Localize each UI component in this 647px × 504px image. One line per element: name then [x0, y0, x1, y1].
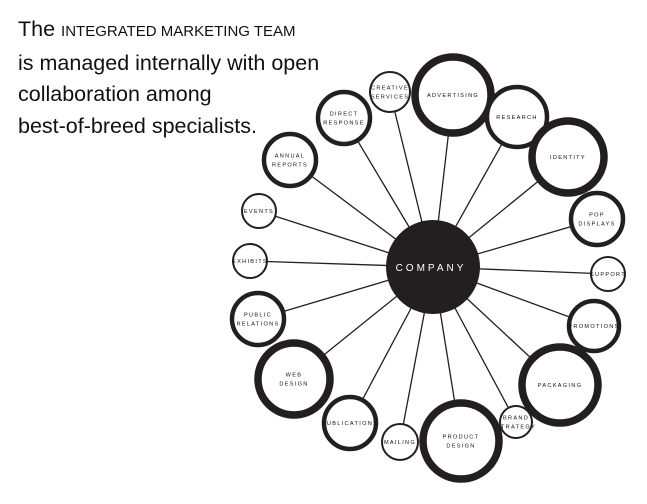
node-brand-strategy: BRAND STRATEGY [496, 405, 536, 439]
headline: The INTEGRATED MARKETING TEAM is managed… [18, 14, 348, 142]
headline-team: INTEGRATED MARKETING TEAM [61, 23, 296, 40]
node-label-brand-strategy: STRATEGY [496, 425, 536, 431]
node-label-support: SUPPORT [590, 272, 626, 278]
node-label-mailing: MAILING [384, 440, 416, 446]
node-label-web-design: DESIGN [279, 382, 308, 388]
node-circle-identity [528, 117, 608, 197]
node-label-exhibits: EXHIBITS [232, 259, 268, 265]
node-promotions: PROMOTIONS [566, 298, 622, 354]
node-label-pop-displays: DISPLAYS [578, 222, 615, 228]
headline-line-4: best-of-breed specialists. [18, 113, 257, 138]
node-research: RESEARCH [484, 84, 550, 150]
node-public-relations: PUBLIC RELATIONS [229, 290, 287, 348]
headline-line-1: The INTEGRATED MARKETING TEAM [18, 14, 348, 48]
node-label-annual-reports: REPORTS [272, 163, 308, 169]
node-circle-direct-response [315, 89, 373, 147]
node-annual-reports: ANNUAL REPORTS [261, 131, 319, 189]
node-mailing: MAILING [381, 423, 419, 461]
node-label-direct-response: RESPONSE [323, 121, 365, 127]
node-exhibits: EXHIBITS [232, 243, 268, 279]
node-circle-advertising [411, 53, 495, 137]
node-circle-mailing [381, 423, 419, 461]
node-direct-response: DIRECT RESPONSE [315, 89, 373, 147]
specialist-nodes: CREATIVE SERVICES ADVERTISING RESEARCH IDENT… [229, 53, 626, 483]
headline-line-2: is managed internally with open [18, 50, 320, 75]
node-circle-events [241, 193, 277, 229]
node-identity: IDENTITY [528, 117, 608, 197]
node-pop-displays: POP DISPLAYS [568, 190, 626, 248]
node-label-product-design: PRODUCT [443, 435, 480, 441]
node-circle-packaging [518, 343, 602, 427]
node-label-creative-services: SERVICES [371, 95, 410, 101]
node-support: SUPPORT [590, 256, 626, 292]
node-circle-pop-displays [568, 190, 626, 248]
node-circle-promotions [566, 298, 622, 354]
node-label-creative-services: CREATIVE [371, 86, 409, 92]
node-advertising: ADVERTISING [411, 53, 495, 137]
node-circle-product-design [419, 399, 503, 483]
headline-lead: The [18, 17, 56, 41]
node-circle-public-relations [229, 290, 287, 348]
node-circle-web-design [254, 339, 334, 419]
node-label-advertising: ADVERTISING [427, 93, 479, 99]
node-label-web-design: WEB [286, 373, 303, 379]
node-events: EVENTS [241, 193, 277, 229]
node-label-packaging: PACKAGING [538, 383, 583, 389]
company-hub [386, 220, 480, 314]
node-circle-publications [321, 394, 379, 452]
headline-line-3: collaboration among [18, 82, 212, 106]
node-circle-exhibits [232, 243, 268, 279]
node-packaging: PACKAGING [518, 343, 602, 427]
node-label-public-relations: RELATIONS [237, 322, 280, 328]
node-label-direct-response: DIRECT [330, 112, 359, 118]
node-web-design: WEB DESIGN [254, 339, 334, 419]
node-label-brand-strategy: BRAND [503, 416, 529, 422]
company-label: COMPANY [396, 263, 467, 274]
node-label-annual-reports: ANNUAL [275, 154, 306, 160]
node-label-promotions: PROMOTIONS [568, 324, 619, 330]
node-circle-brand-strategy [499, 405, 533, 439]
node-label-publications: PUBLICATIONS [322, 421, 378, 427]
node-product-design: PRODUCT DESIGN [419, 399, 503, 483]
node-circle-support [590, 256, 626, 292]
node-label-product-design: DESIGN [446, 444, 475, 450]
node-label-identity: IDENTITY [550, 155, 586, 161]
node-circle-research [484, 84, 550, 150]
node-label-public-relations: PUBLIC [244, 313, 272, 319]
node-creative-services: CREATIVE SERVICES [369, 71, 411, 113]
node-label-pop-displays: POP [589, 213, 605, 219]
node-publications: PUBLICATIONS [321, 394, 379, 452]
node-label-research: RESEARCH [496, 115, 537, 121]
node-label-events: EVENTS [244, 209, 274, 215]
node-circle-creative-services [369, 71, 411, 113]
node-circle-annual-reports [261, 131, 319, 189]
